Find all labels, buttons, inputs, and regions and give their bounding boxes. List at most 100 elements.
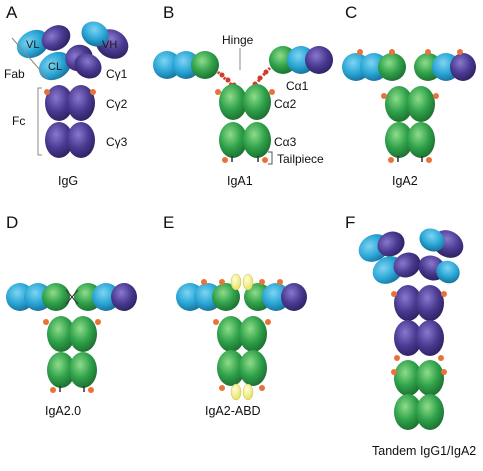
ca2-domain	[217, 316, 245, 352]
disulfide-icon	[65, 289, 79, 305]
vl-domain	[16, 29, 50, 59]
vh-domain-right	[281, 283, 307, 311]
ca3-domain	[69, 352, 97, 388]
tailpiece-label: Tailpiece	[277, 152, 324, 166]
panel-label-a: A	[6, 3, 18, 22]
ca2-domain	[69, 316, 97, 352]
glycan-icon	[215, 89, 221, 95]
cg3-label: Cγ3	[106, 135, 128, 149]
ca2-domain	[219, 84, 247, 120]
ca2-domain	[407, 86, 435, 122]
ca3-domain	[385, 122, 413, 158]
panel-label-b: B	[163, 3, 174, 22]
glycan-icon	[425, 49, 431, 55]
panel-e: E IgA2-ABD	[163, 213, 307, 418]
glycan-icon	[441, 369, 447, 375]
glycan-icon	[201, 279, 207, 285]
ca2-domain	[243, 84, 271, 120]
cg2-domain	[67, 85, 95, 121]
igg-fc	[44, 85, 96, 158]
ca3-domain	[243, 122, 271, 158]
fab-bracket	[11, 37, 48, 79]
ca3-domain	[239, 350, 267, 386]
igg-right-fab	[74, 21, 129, 79]
glycan-icon	[269, 89, 275, 95]
hinge-label: Hinge	[222, 33, 254, 47]
abd-domain	[230, 273, 242, 291]
glycan-icon	[388, 157, 394, 163]
glycan-icon	[90, 89, 96, 95]
glycan-icon	[438, 355, 444, 361]
ca3-domain	[219, 122, 247, 158]
panel-b: B Hinge Cα1 Cα2 Cα3	[153, 3, 333, 188]
glycan-icon	[265, 319, 271, 325]
vh-domain	[41, 25, 71, 51]
glycan-icon	[357, 49, 363, 55]
cg1-label: Cγ1	[106, 67, 128, 81]
glycan-icon	[44, 89, 50, 95]
glycan-icon	[433, 93, 439, 99]
ca2-domain	[47, 316, 75, 352]
ch1-domain-right	[74, 53, 102, 79]
vl-label: VL	[26, 39, 39, 51]
ca2-domain	[385, 86, 413, 122]
glycan-icon	[95, 319, 101, 325]
ca1-domain	[378, 53, 406, 81]
cg2-domain	[416, 285, 444, 321]
ca2-domain	[416, 360, 444, 396]
cl-domain	[38, 51, 72, 81]
glycan-icon	[43, 319, 49, 325]
abd-domain	[242, 273, 254, 291]
ca3-domain	[394, 394, 422, 430]
ca3-domain	[416, 394, 444, 430]
ca3-label: Cα3	[274, 135, 297, 149]
panel-c: C IgA2	[342, 3, 476, 188]
caption-iga1: IgA1	[227, 174, 253, 188]
glycan-icon	[389, 49, 395, 55]
glycan-icon	[394, 355, 400, 361]
ca2-label: Cα2	[274, 97, 297, 111]
vl-domain-right	[81, 21, 109, 47]
vl-domain-right	[419, 228, 445, 252]
glycan-icon	[213, 319, 219, 325]
caption-iga2: IgA2	[392, 174, 418, 188]
fc-bracket	[37, 87, 42, 156]
panel-a: A VL VH CL Fab Fc Cγ1 Cγ2	[4, 3, 129, 188]
ca3-domain	[47, 352, 75, 388]
abd-domain	[242, 383, 254, 401]
cg3-domain	[67, 122, 95, 158]
ca1-domain	[191, 51, 219, 79]
ca1-label: Cα1	[286, 79, 309, 93]
glycan-icon	[457, 49, 463, 55]
glycan-icon	[259, 279, 265, 285]
glycan-icon	[219, 385, 225, 391]
cg3-domain	[416, 320, 444, 356]
tailpiece-bracket	[268, 151, 273, 165]
glycan-icon	[262, 157, 268, 163]
caption-iga2-0: IgA2.0	[45, 404, 81, 418]
panel-f: F Tandem IgG1/IgA2	[345, 213, 476, 458]
cg2-label: Cγ2	[106, 97, 128, 111]
cl-label: CL	[48, 61, 62, 73]
ca3-domain	[407, 122, 435, 158]
glycan-icon	[426, 157, 432, 163]
glycan-icon	[88, 387, 94, 393]
panel-label-d: D	[6, 213, 18, 232]
glycan-icon	[381, 93, 387, 99]
glycan-icon	[277, 279, 283, 285]
caption-iga2-abd: IgA2-ABD	[205, 404, 261, 418]
glycan-icon	[441, 291, 447, 297]
vh-label: VH	[102, 39, 117, 51]
caption-igg: IgG	[58, 174, 78, 188]
fc-label: Fc	[12, 114, 25, 128]
vh-domain	[377, 231, 405, 257]
vh-domain-right	[111, 283, 137, 311]
ca3-domain	[217, 350, 245, 386]
glycan-icon	[219, 279, 225, 285]
panel-label-f: F	[345, 213, 355, 232]
vh-domain-right	[305, 46, 333, 74]
glycan-icon	[391, 291, 397, 297]
ca2-domain	[394, 360, 422, 396]
panel-label-e: E	[163, 213, 174, 232]
